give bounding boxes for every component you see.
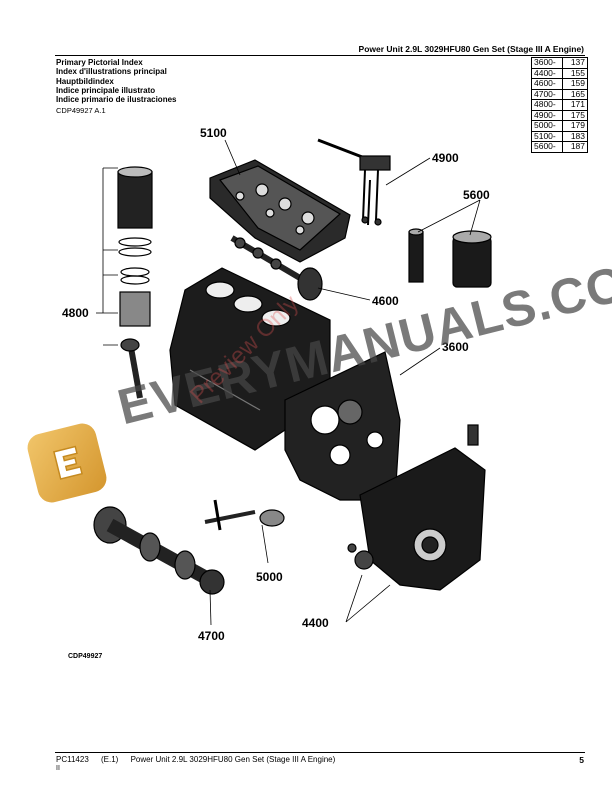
- crankshaft-part[interactable]: [93, 506, 225, 595]
- section-code: 4600-: [531, 78, 563, 90]
- page-number[interactable]: 171: [562, 99, 588, 111]
- engine-exploded-illustration: [93, 138, 492, 626]
- figure-id: CDP49927: [68, 653, 103, 660]
- oil-filter-part[interactable]: [408, 228, 492, 288]
- page-row[interactable]: 4700-165: [531, 88, 588, 100]
- footer: PC11423 (E.1) Power Unit 2.9L 3029HFU80 …: [56, 755, 345, 764]
- page-row[interactable]: 4900-175: [531, 109, 588, 121]
- page-row[interactable]: 4800-171: [531, 99, 588, 111]
- footer-edition: (E.1): [101, 755, 119, 764]
- document-header-title: Power Unit 2.9L 3029HFU80 Gen Set (Stage…: [358, 44, 584, 54]
- callout-5600[interactable]: 5600: [463, 188, 490, 202]
- section-code: 4900-: [531, 109, 563, 121]
- section-code: 4800-: [531, 99, 563, 111]
- page-row[interactable]: 5100-183: [531, 130, 588, 142]
- watermark-logo: [24, 420, 110, 506]
- page-number[interactable]: 159: [562, 78, 588, 90]
- footer-doc-id: PC11423: [56, 755, 89, 764]
- callout-4900[interactable]: 4900: [432, 151, 459, 165]
- callout-5000[interactable]: 5000: [256, 570, 283, 584]
- cylinder-head-part[interactable]: [209, 159, 351, 263]
- callout-5100[interactable]: 5100: [200, 126, 227, 140]
- water-pump-part[interactable]: [204, 499, 285, 531]
- page-number[interactable]: 179: [562, 120, 588, 132]
- index-title-es: Indice primario de ilustraciones: [56, 95, 177, 105]
- callout-4800[interactable]: 4800: [62, 306, 89, 320]
- section-code: 3600-: [531, 57, 563, 69]
- index-titles: Primary Pictorial Index Index d'illustra…: [56, 58, 176, 104]
- page-number-footer: 5: [579, 755, 584, 765]
- piston-liner-part[interactable]: [117, 166, 153, 399]
- index-title-de: Hauptbildindex: [56, 76, 114, 86]
- callout-leaders: [96, 139, 481, 626]
- footer-title: Power Unit 2.9L 3029HFU80 Gen Set (Stage…: [130, 755, 336, 764]
- camshaft-part[interactable]: [230, 235, 323, 301]
- page-row[interactable]: 5000-179: [531, 120, 588, 132]
- logo-e-icon: [53, 445, 83, 480]
- index-reference: CDP49927 A.1: [56, 106, 106, 115]
- section-code: 4700-: [531, 88, 563, 100]
- index-title-it: Indice principale illustrato: [56, 85, 156, 95]
- index-title-en: Primary Pictorial Index: [56, 58, 143, 67]
- index-title-fr: Index d'illustrations principal: [56, 67, 167, 77]
- page-number[interactable]: 137: [562, 57, 588, 69]
- page-number[interactable]: 183: [562, 130, 588, 142]
- page-row[interactable]: 5600-187: [531, 141, 588, 153]
- header-rule: [55, 55, 585, 56]
- front-plate-part[interactable]: [284, 351, 401, 501]
- section-code: 5600-: [531, 141, 563, 153]
- callout-4700[interactable]: 4700: [198, 629, 225, 643]
- section-code: 5100-: [531, 130, 563, 142]
- callout-4600[interactable]: 4600: [372, 294, 399, 308]
- page-row[interactable]: 4400-155: [531, 67, 588, 79]
- page-number[interactable]: 155: [562, 67, 588, 79]
- callout-4400[interactable]: 4400: [302, 616, 329, 630]
- section-code: 4400-: [531, 67, 563, 79]
- footer-rule: [55, 752, 585, 753]
- page-row[interactable]: 3600-137: [531, 57, 588, 69]
- timing-cover-part[interactable]: [347, 424, 486, 591]
- section-code: 5000-: [531, 120, 563, 132]
- page-row[interactable]: 4600-159: [531, 78, 588, 90]
- page-number[interactable]: 187: [562, 141, 588, 153]
- footer-sub: II: [56, 765, 60, 772]
- page-reference-table: 3600-137 4400-155 4600-159 4700-165 4800…: [531, 57, 588, 153]
- callout-3600[interactable]: 3600: [442, 340, 469, 354]
- page-number[interactable]: 165: [562, 88, 588, 100]
- page-number[interactable]: 175: [562, 109, 588, 121]
- rocker-arm-part[interactable]: [317, 138, 391, 226]
